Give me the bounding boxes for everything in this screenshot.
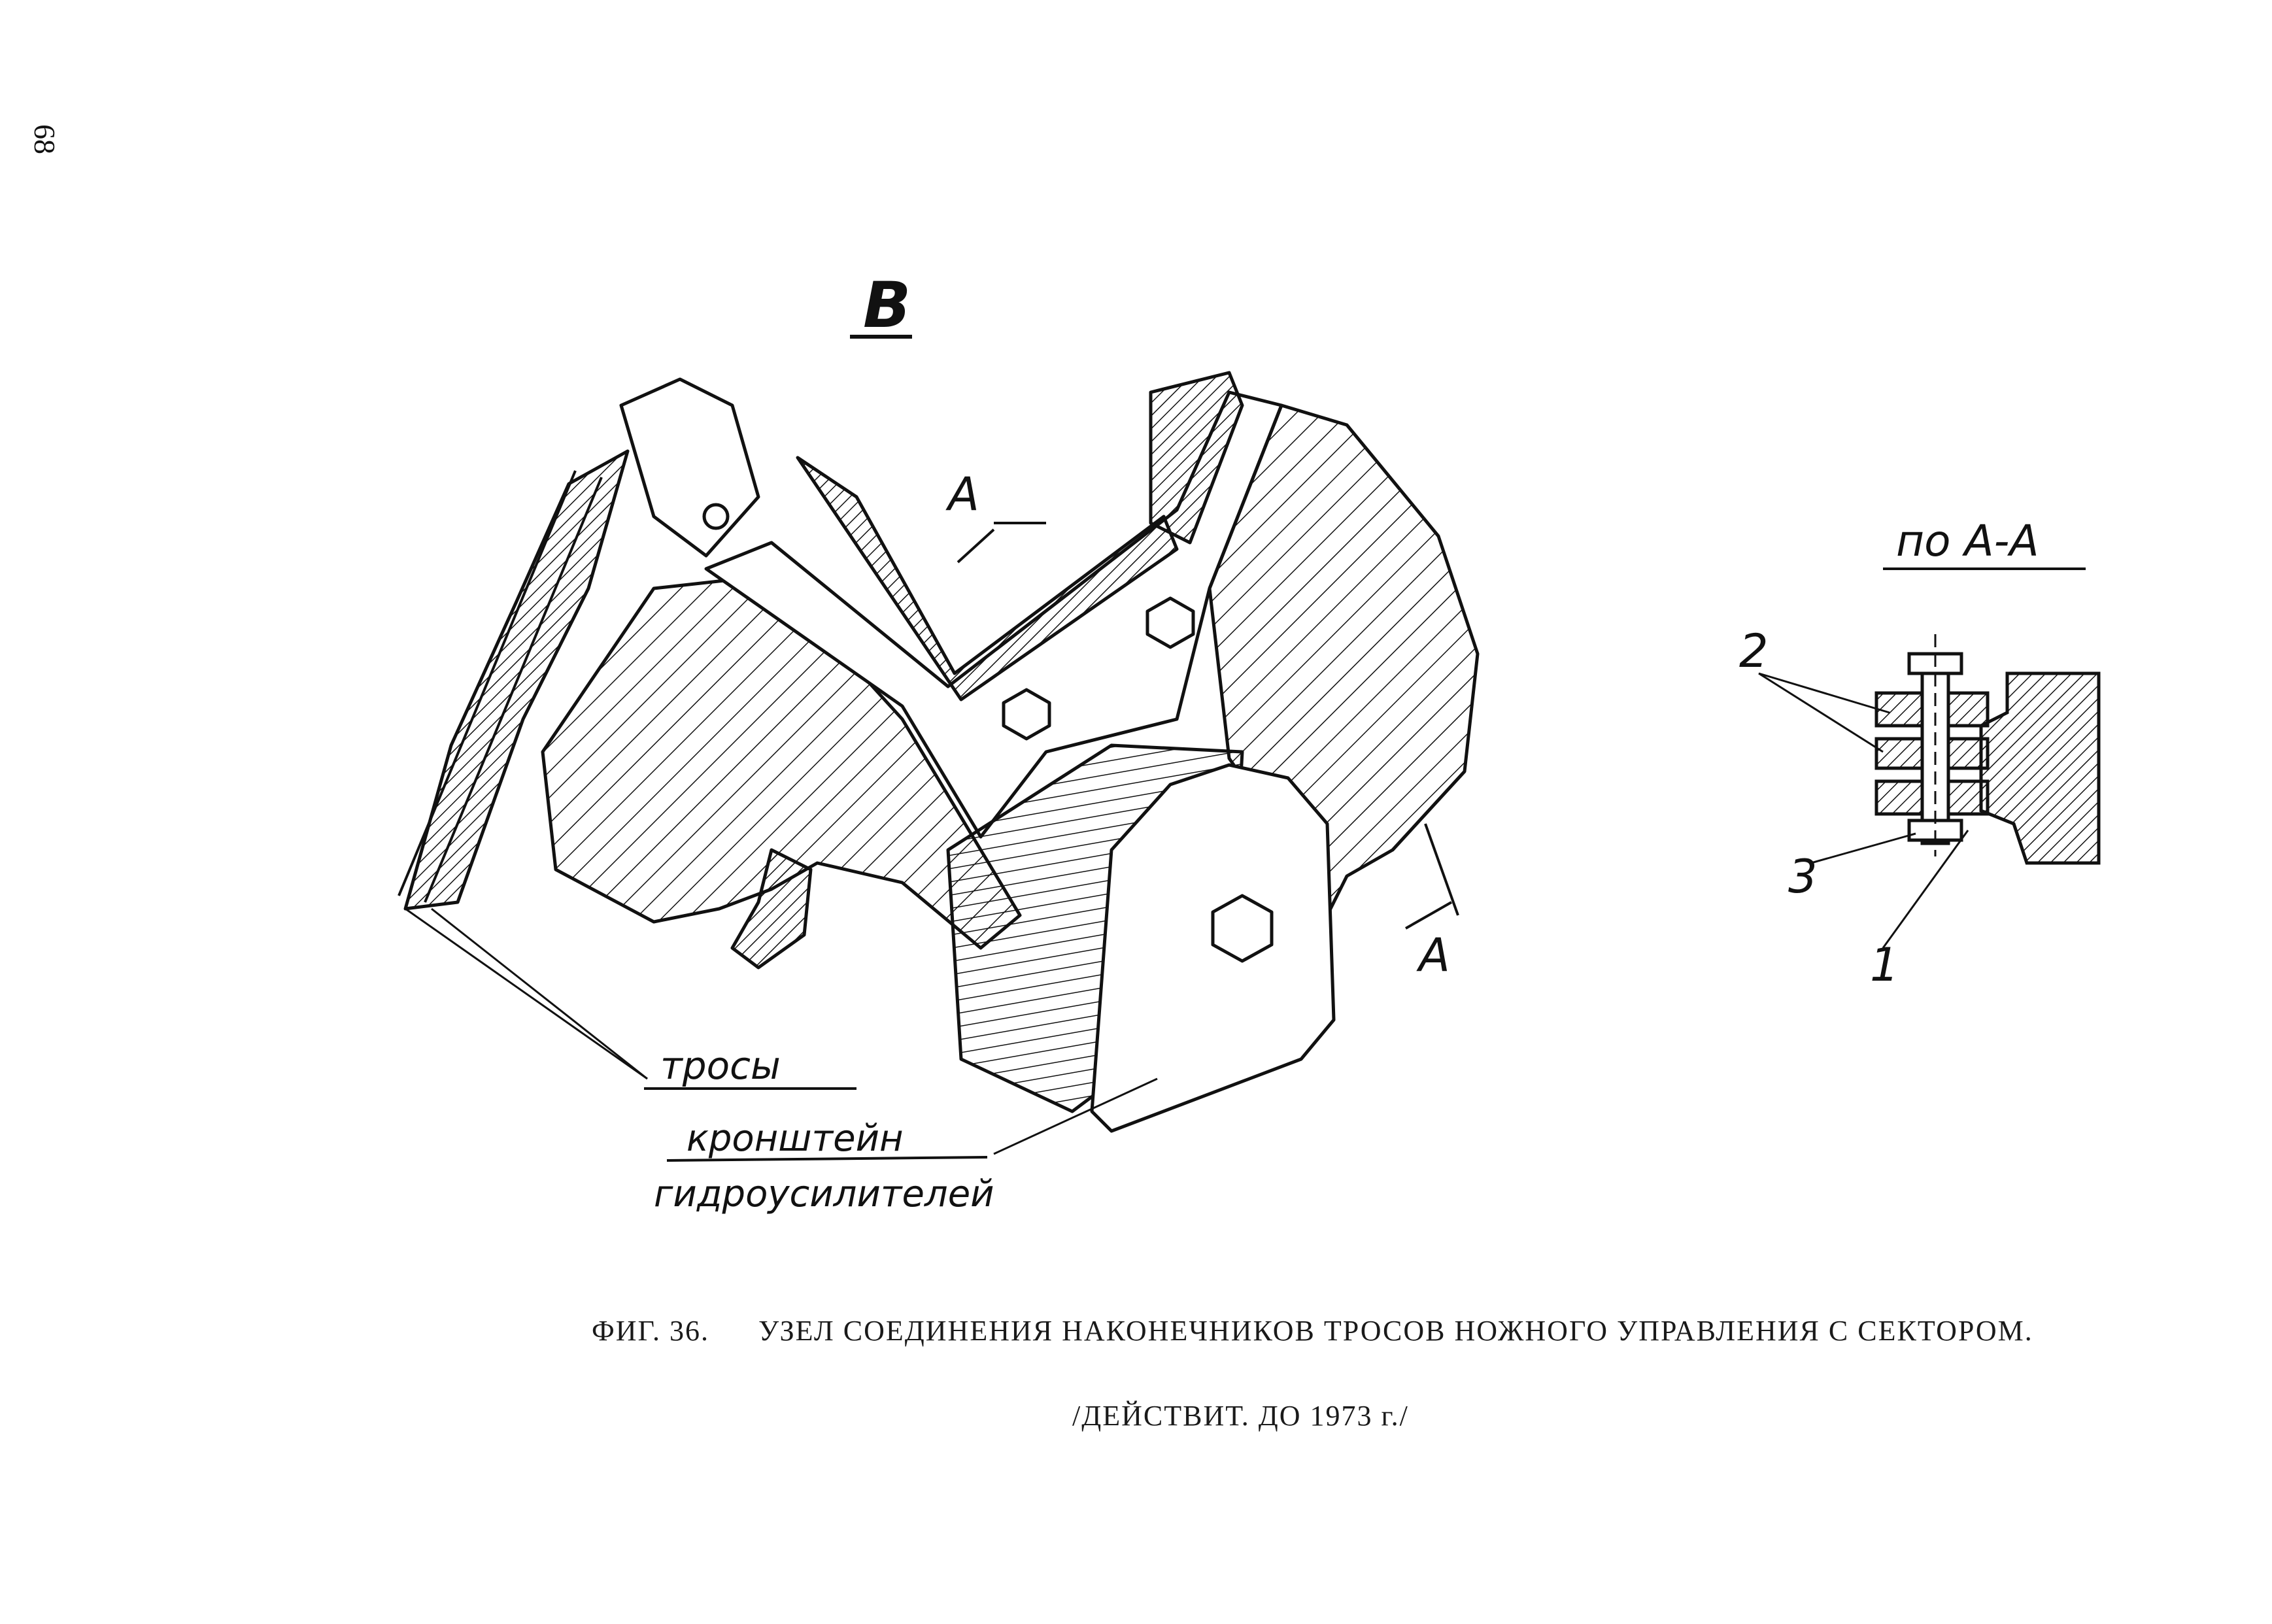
section-bracket	[1979, 671, 2101, 865]
sector-left-body	[541, 573, 1022, 950]
bracket-plate	[1090, 763, 1336, 1133]
leader-2a	[1758, 672, 1890, 714]
hex-nut-middle	[1002, 688, 1051, 741]
section-aa-drawing	[1758, 634, 2101, 949]
hex-nut-large	[1211, 894, 1274, 963]
cable-tip-upper	[619, 377, 760, 558]
figure-number: ФИГ. 36.	[592, 1315, 710, 1347]
view-label: B	[863, 269, 911, 342]
cables-leader-b	[431, 907, 648, 1080]
leader-1	[1882, 830, 1969, 949]
leader-2b	[1758, 672, 1884, 753]
hex-nut-upper	[1145, 596, 1195, 649]
figure-title: УЗЕЛ СОЕДИНЕНИЯ НАКОНЕЧНИКОВ ТРОСОВ НОЖН…	[758, 1315, 2033, 1347]
leader-3	[1810, 832, 1916, 864]
section-aa-label: по А-А	[1896, 516, 2039, 566]
callout-1: 1	[1870, 938, 1899, 992]
bracket-label-line2: гидроусилителей	[654, 1173, 994, 1215]
callout-3: 3	[1788, 850, 1818, 904]
upper-groove	[1149, 371, 1244, 545]
view-b-drawing	[398, 371, 1480, 1155]
callout-2: 2	[1739, 624, 1769, 678]
bracket-label-line1: кронштейн	[687, 1117, 904, 1160]
notch	[730, 848, 813, 970]
cables-leader-a	[405, 907, 648, 1080]
section-mark-bottom: А	[1416, 928, 1450, 982]
cables-label: тросы	[660, 1043, 781, 1088]
figure-validity: /ДЕЙСТВИТ. ДО 1973 г./	[1072, 1400, 1409, 1432]
bracket-leader	[993, 1077, 1158, 1155]
pivot-hole	[702, 503, 730, 530]
section-mark-top: А	[945, 467, 979, 521]
